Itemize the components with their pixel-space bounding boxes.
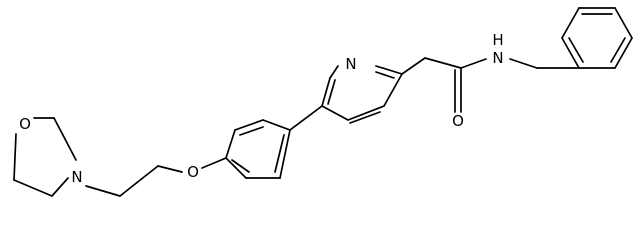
bond	[157, 165, 183, 173]
bond	[119, 165, 159, 197]
bond	[234, 119, 264, 131]
bond-inner	[231, 159, 250, 173]
bond	[375, 65, 403, 75]
chemical-structure-diagram: N H O N O O N	[13, 7, 633, 197]
bond-inner	[239, 126, 264, 136]
bond	[329, 65, 339, 79]
phenylene-ring	[225, 119, 291, 179]
morpholine-oxygen-label: O	[19, 115, 31, 133]
bond	[321, 105, 349, 121]
bond	[201, 157, 227, 169]
bond	[225, 129, 236, 159]
morpholine-nitrogen-label: N	[71, 168, 82, 186]
amide-hydrogen-label: H	[492, 31, 503, 49]
bond	[262, 119, 291, 131]
ether-chain	[85, 157, 227, 197]
pyridine-nitrogen-label: N	[345, 55, 356, 73]
bond	[321, 77, 331, 107]
phenyl-ring	[561, 7, 633, 69]
bond	[279, 129, 291, 179]
bond	[424, 57, 462, 69]
amide-linker	[401, 57, 580, 113]
bond	[347, 105, 385, 121]
ether-oxygen-label: O	[187, 163, 199, 181]
bond	[51, 177, 69, 197]
amide-nitrogen-label: N	[492, 49, 503, 67]
bond	[53, 117, 77, 161]
bond	[401, 57, 426, 75]
bond	[13, 133, 17, 181]
pyridine-ring	[321, 65, 403, 124]
bond	[614, 37, 633, 69]
bond-inner	[568, 37, 584, 63]
morpholine-ring	[13, 117, 77, 197]
bond-inner	[610, 37, 626, 63]
bond	[383, 73, 403, 107]
bond	[614, 7, 633, 39]
molecule-drawing: N H O N O O N	[13, 7, 633, 197]
bond	[225, 157, 247, 179]
bond	[289, 105, 323, 131]
bond	[509, 58, 538, 69]
bond-inner	[349, 111, 381, 124]
bond-inner	[327, 79, 336, 105]
bond-inner	[274, 134, 285, 173]
bond	[561, 7, 580, 39]
bond	[561, 37, 580, 69]
carbonyl-oxygen-label: O	[452, 112, 464, 130]
bond	[460, 58, 487, 69]
bond	[85, 185, 121, 197]
bond-inner	[375, 71, 395, 79]
bond	[13, 179, 53, 197]
